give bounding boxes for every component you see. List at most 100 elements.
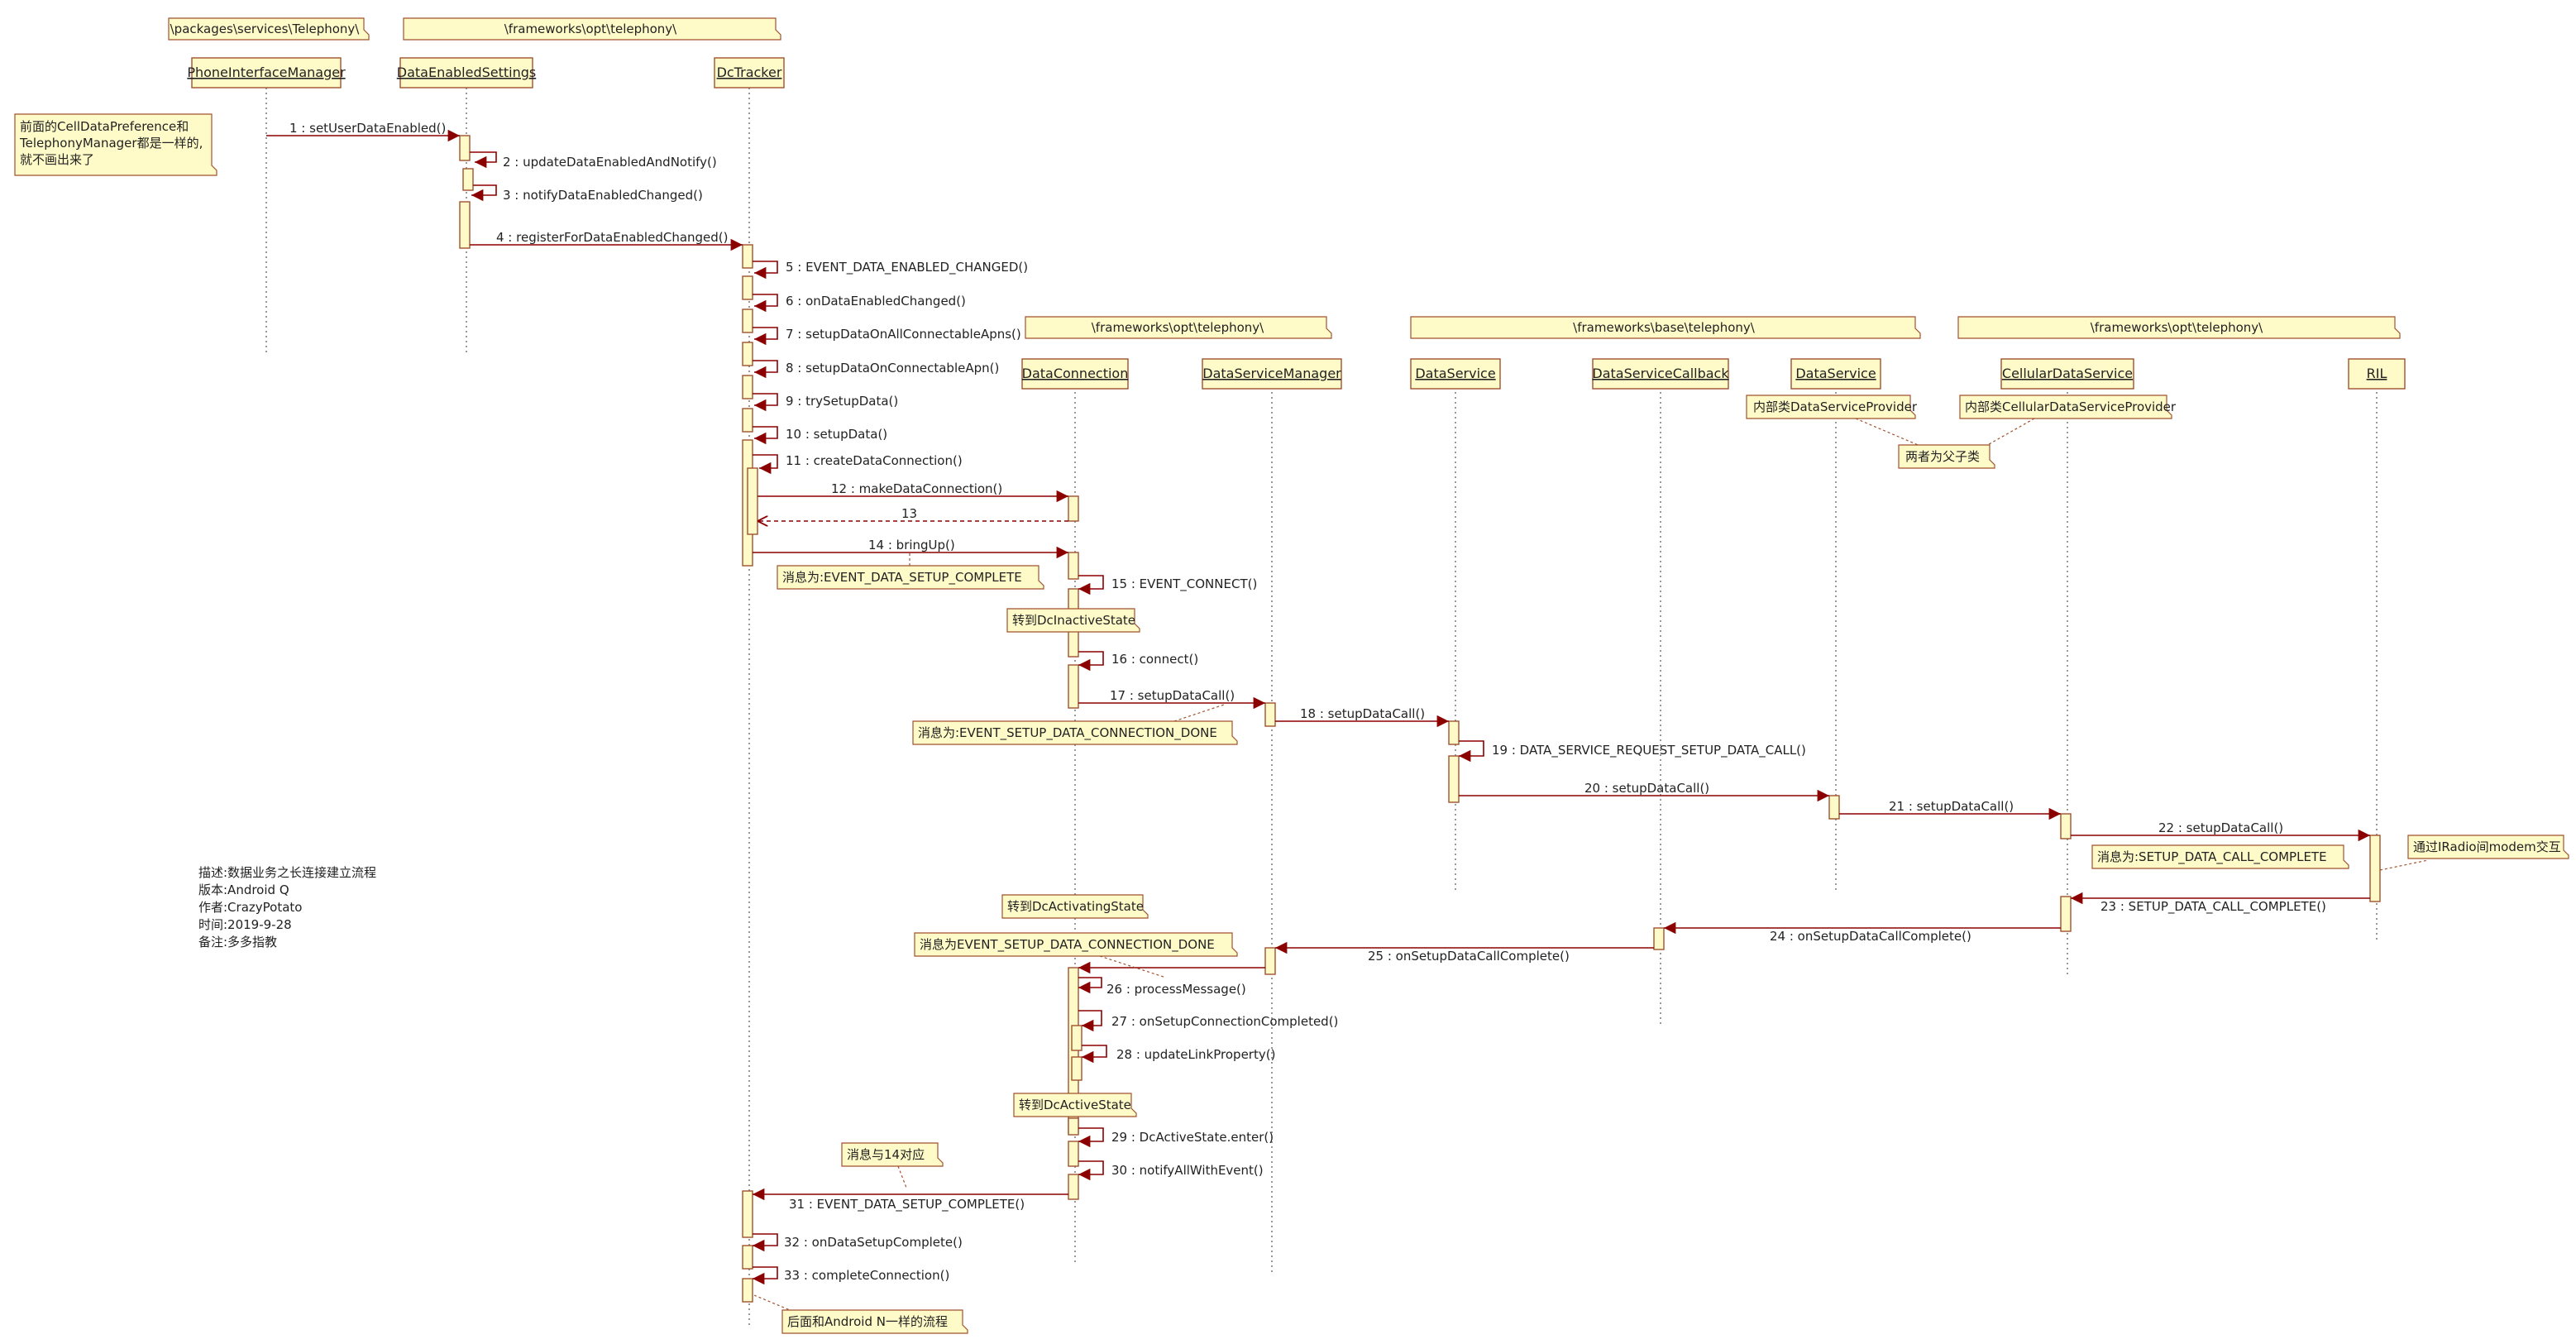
svg-text:消息为:EVENT_DATA_SETUP_COMPLETE: 消息为:EVENT_DATA_SETUP_COMPLETE xyxy=(782,570,1022,586)
message-label: 2 : updateDataEnabledAndNotify() xyxy=(503,155,717,170)
svg-text:DataConnection: DataConnection xyxy=(1022,366,1129,381)
message-arrow xyxy=(753,1233,778,1252)
svg-text:\frameworks\base\telephony\: \frameworks\base\telephony\ xyxy=(1573,320,1756,335)
svg-text:\frameworks\opt\telephony\: \frameworks\opt\telephony\ xyxy=(2091,320,2263,335)
message-label: 33 : completeConnection() xyxy=(784,1268,949,1283)
message-arrow xyxy=(1082,1045,1107,1064)
message-label: 10 : setupData() xyxy=(786,427,887,442)
message-label: 13 xyxy=(901,506,917,521)
message-label: 23 : SETUP_DATA_CALL_COMPLETE() xyxy=(2100,899,2326,915)
package-label: \frameworks\opt\telephony\ xyxy=(1957,316,2401,339)
message-arrow xyxy=(1078,651,1104,672)
message-label: 6 : onDataEnabledChanged() xyxy=(786,294,966,308)
message-label: 8 : setupDataOnConnectableApn() xyxy=(786,361,999,375)
message-label: 4 : registerForDataEnabledChanged() xyxy=(496,230,729,245)
svg-text:两者为父子类: 两者为父子类 xyxy=(1905,449,1980,464)
message-arrow xyxy=(1078,1127,1104,1148)
message-label: 21 : setupDataCall() xyxy=(1889,799,2014,814)
note: 消息与14对应 xyxy=(841,1142,944,1167)
note: 转到DcActivatingState xyxy=(1001,894,1149,919)
lifeline-header: DataService xyxy=(1410,358,1501,390)
message-label: 3 : notifyDataEnabledChanged() xyxy=(503,188,703,203)
svg-text:DataServiceCallback: DataServiceCallback xyxy=(1592,366,1729,381)
message-arrow xyxy=(753,454,778,475)
svg-text:DataService: DataService xyxy=(1795,366,1876,381)
message-label: 1 : setUserDataEnabled() xyxy=(289,121,446,136)
note: 后面和Android N一样的流程 xyxy=(781,1309,968,1334)
svg-text:TelephonyManager都是一样的,: TelephonyManager都是一样的, xyxy=(19,136,203,151)
message-label: 17 : setupDataCall() xyxy=(1110,688,1235,703)
message-label: 32 : onDataSetupComplete() xyxy=(784,1235,963,1250)
lifeline-header: DataConnection xyxy=(1021,358,1129,390)
message-label: 18 : setupDataCall() xyxy=(1300,706,1425,721)
message-arrow xyxy=(1459,740,1484,763)
svg-text:内部类CellularDataServiceProvider: 内部类CellularDataServiceProvider xyxy=(1965,399,2177,414)
message-label: 15 : EVENT_CONNECT() xyxy=(1111,576,1257,592)
info-block: 描述:数据业务之长连接建立流程 版本:Android Q 作者:CrazyPot… xyxy=(198,865,376,949)
package-label: \frameworks\opt\telephony\ xyxy=(1025,316,1332,339)
note: 转到DcInactiveState xyxy=(1006,608,1140,633)
message-label: 29 : DcActiveState.enter() xyxy=(1111,1130,1274,1145)
svg-text:RIL: RIL xyxy=(2367,366,2387,381)
info-line: 作者:CrazyPotato xyxy=(198,900,302,915)
activation-bars xyxy=(459,135,2381,1303)
message-arrow xyxy=(1078,977,1102,994)
message-arrow xyxy=(1078,575,1104,595)
message-label: 26 : processMessage() xyxy=(1106,982,1246,997)
svg-text:后面和Android N一样的流程: 后面和Android N一样的流程 xyxy=(787,1314,948,1329)
svg-text:\packages\services\Telephony\: \packages\services\Telephony\ xyxy=(170,22,361,36)
svg-text:消息与14对应: 消息与14对应 xyxy=(847,1147,925,1162)
message-arrow xyxy=(753,360,778,379)
note: 内部类DataServiceProvider xyxy=(1746,395,1918,419)
svg-text:转到DcActiveState: 转到DcActiveState xyxy=(1019,1098,1131,1112)
message-label: 7 : setupDataOnAllConnectableApns() xyxy=(786,327,1021,342)
svg-text:消息为EVENT_SETUP_DATA_CONNECTION: 消息为EVENT_SETUP_DATA_CONNECTION_DONE xyxy=(920,937,1215,953)
message-arrow xyxy=(753,261,778,280)
message-label: 5 : EVENT_DATA_ENABLED_CHANGED() xyxy=(786,260,1028,275)
info-line: 备注:多多指教 xyxy=(198,935,277,949)
lifeline-header: DataServiceCallback xyxy=(1592,358,1729,390)
message-arrow xyxy=(753,294,778,313)
note: 消息为:EVENT_SETUP_DATA_CONNECTION_DONE xyxy=(912,720,1238,745)
lifeline-header: DataServiceManager xyxy=(1202,358,1342,390)
lifeline-header: CellularDataService xyxy=(2000,358,2134,390)
lifeline-header: DcTracker xyxy=(714,57,785,88)
package-label: \packages\services\Telephony\ xyxy=(168,17,370,41)
message-label: 9 : trySetupData() xyxy=(786,394,898,409)
lifeline-header: PhoneInterfaceManager xyxy=(187,57,346,88)
svg-text:\frameworks\opt\telephony\: \frameworks\opt\telephony\ xyxy=(504,22,677,36)
message-arrow xyxy=(471,184,497,202)
svg-text:消息为:SETUP_DATA_CALL_COMPLETE: 消息为:SETUP_DATA_CALL_COMPLETE xyxy=(2097,849,2327,865)
svg-text:转到DcActivatingState: 转到DcActivatingState xyxy=(1007,899,1144,914)
svg-text:转到DcInactiveState: 转到DcInactiveState xyxy=(1012,613,1135,628)
message-label: 25 : onSetupDataCallComplete() xyxy=(1368,949,1570,964)
info-line: 版本:Android Q xyxy=(198,882,289,897)
message-label: 30 : notifyAllWithEvent() xyxy=(1111,1163,1264,1178)
message-label: 11 : createDataConnection() xyxy=(786,453,963,468)
lifeline-header: DataEnabledSettings xyxy=(397,57,536,88)
note: 两者为父子类 xyxy=(1898,444,1995,469)
svg-text:前面的CellDataPreference和: 前面的CellDataPreference和 xyxy=(20,119,189,134)
svg-text:消息为:EVENT_SETUP_DATA_CONNECTIO: 消息为:EVENT_SETUP_DATA_CONNECTION_DONE xyxy=(918,725,1217,741)
package-label: \frameworks\base\telephony\ xyxy=(1410,316,1921,339)
lifeline-header: DataService xyxy=(1790,358,1881,390)
message-arrow xyxy=(1078,1010,1102,1032)
svg-text:DataEnabledSettings: DataEnabledSettings xyxy=(397,65,536,80)
message-label: 20 : setupDataCall() xyxy=(1584,781,1709,796)
message-arrow xyxy=(753,393,778,412)
note: 通过IRadio间modem交互 xyxy=(2407,835,2569,859)
message-label: 12 : makeDataConnection() xyxy=(831,481,1002,496)
svg-text:内部类DataServiceProvider: 内部类DataServiceProvider xyxy=(1753,399,1918,414)
info-line: 时间:2019-9-28 xyxy=(198,917,292,932)
message-arrow xyxy=(1078,1160,1104,1181)
message-arrow xyxy=(753,426,778,445)
svg-text:\frameworks\opt\telephony\: \frameworks\opt\telephony\ xyxy=(1092,320,1264,335)
message-label: 24 : onSetupDataCallComplete() xyxy=(1770,929,1971,944)
svg-text:通过IRadio间modem交互: 通过IRadio间modem交互 xyxy=(2413,839,2561,854)
note: 内部类CellularDataServiceProvider xyxy=(1959,395,2177,419)
message-label: 31 : EVENT_DATA_SETUP_COMPLETE() xyxy=(789,1197,1025,1212)
message-label: 14 : bringUp() xyxy=(868,538,955,552)
note: 消息为EVENT_SETUP_DATA_CONNECTION_DONE xyxy=(914,932,1238,957)
message-label: 22 : setupDataCall() xyxy=(2158,820,2283,835)
